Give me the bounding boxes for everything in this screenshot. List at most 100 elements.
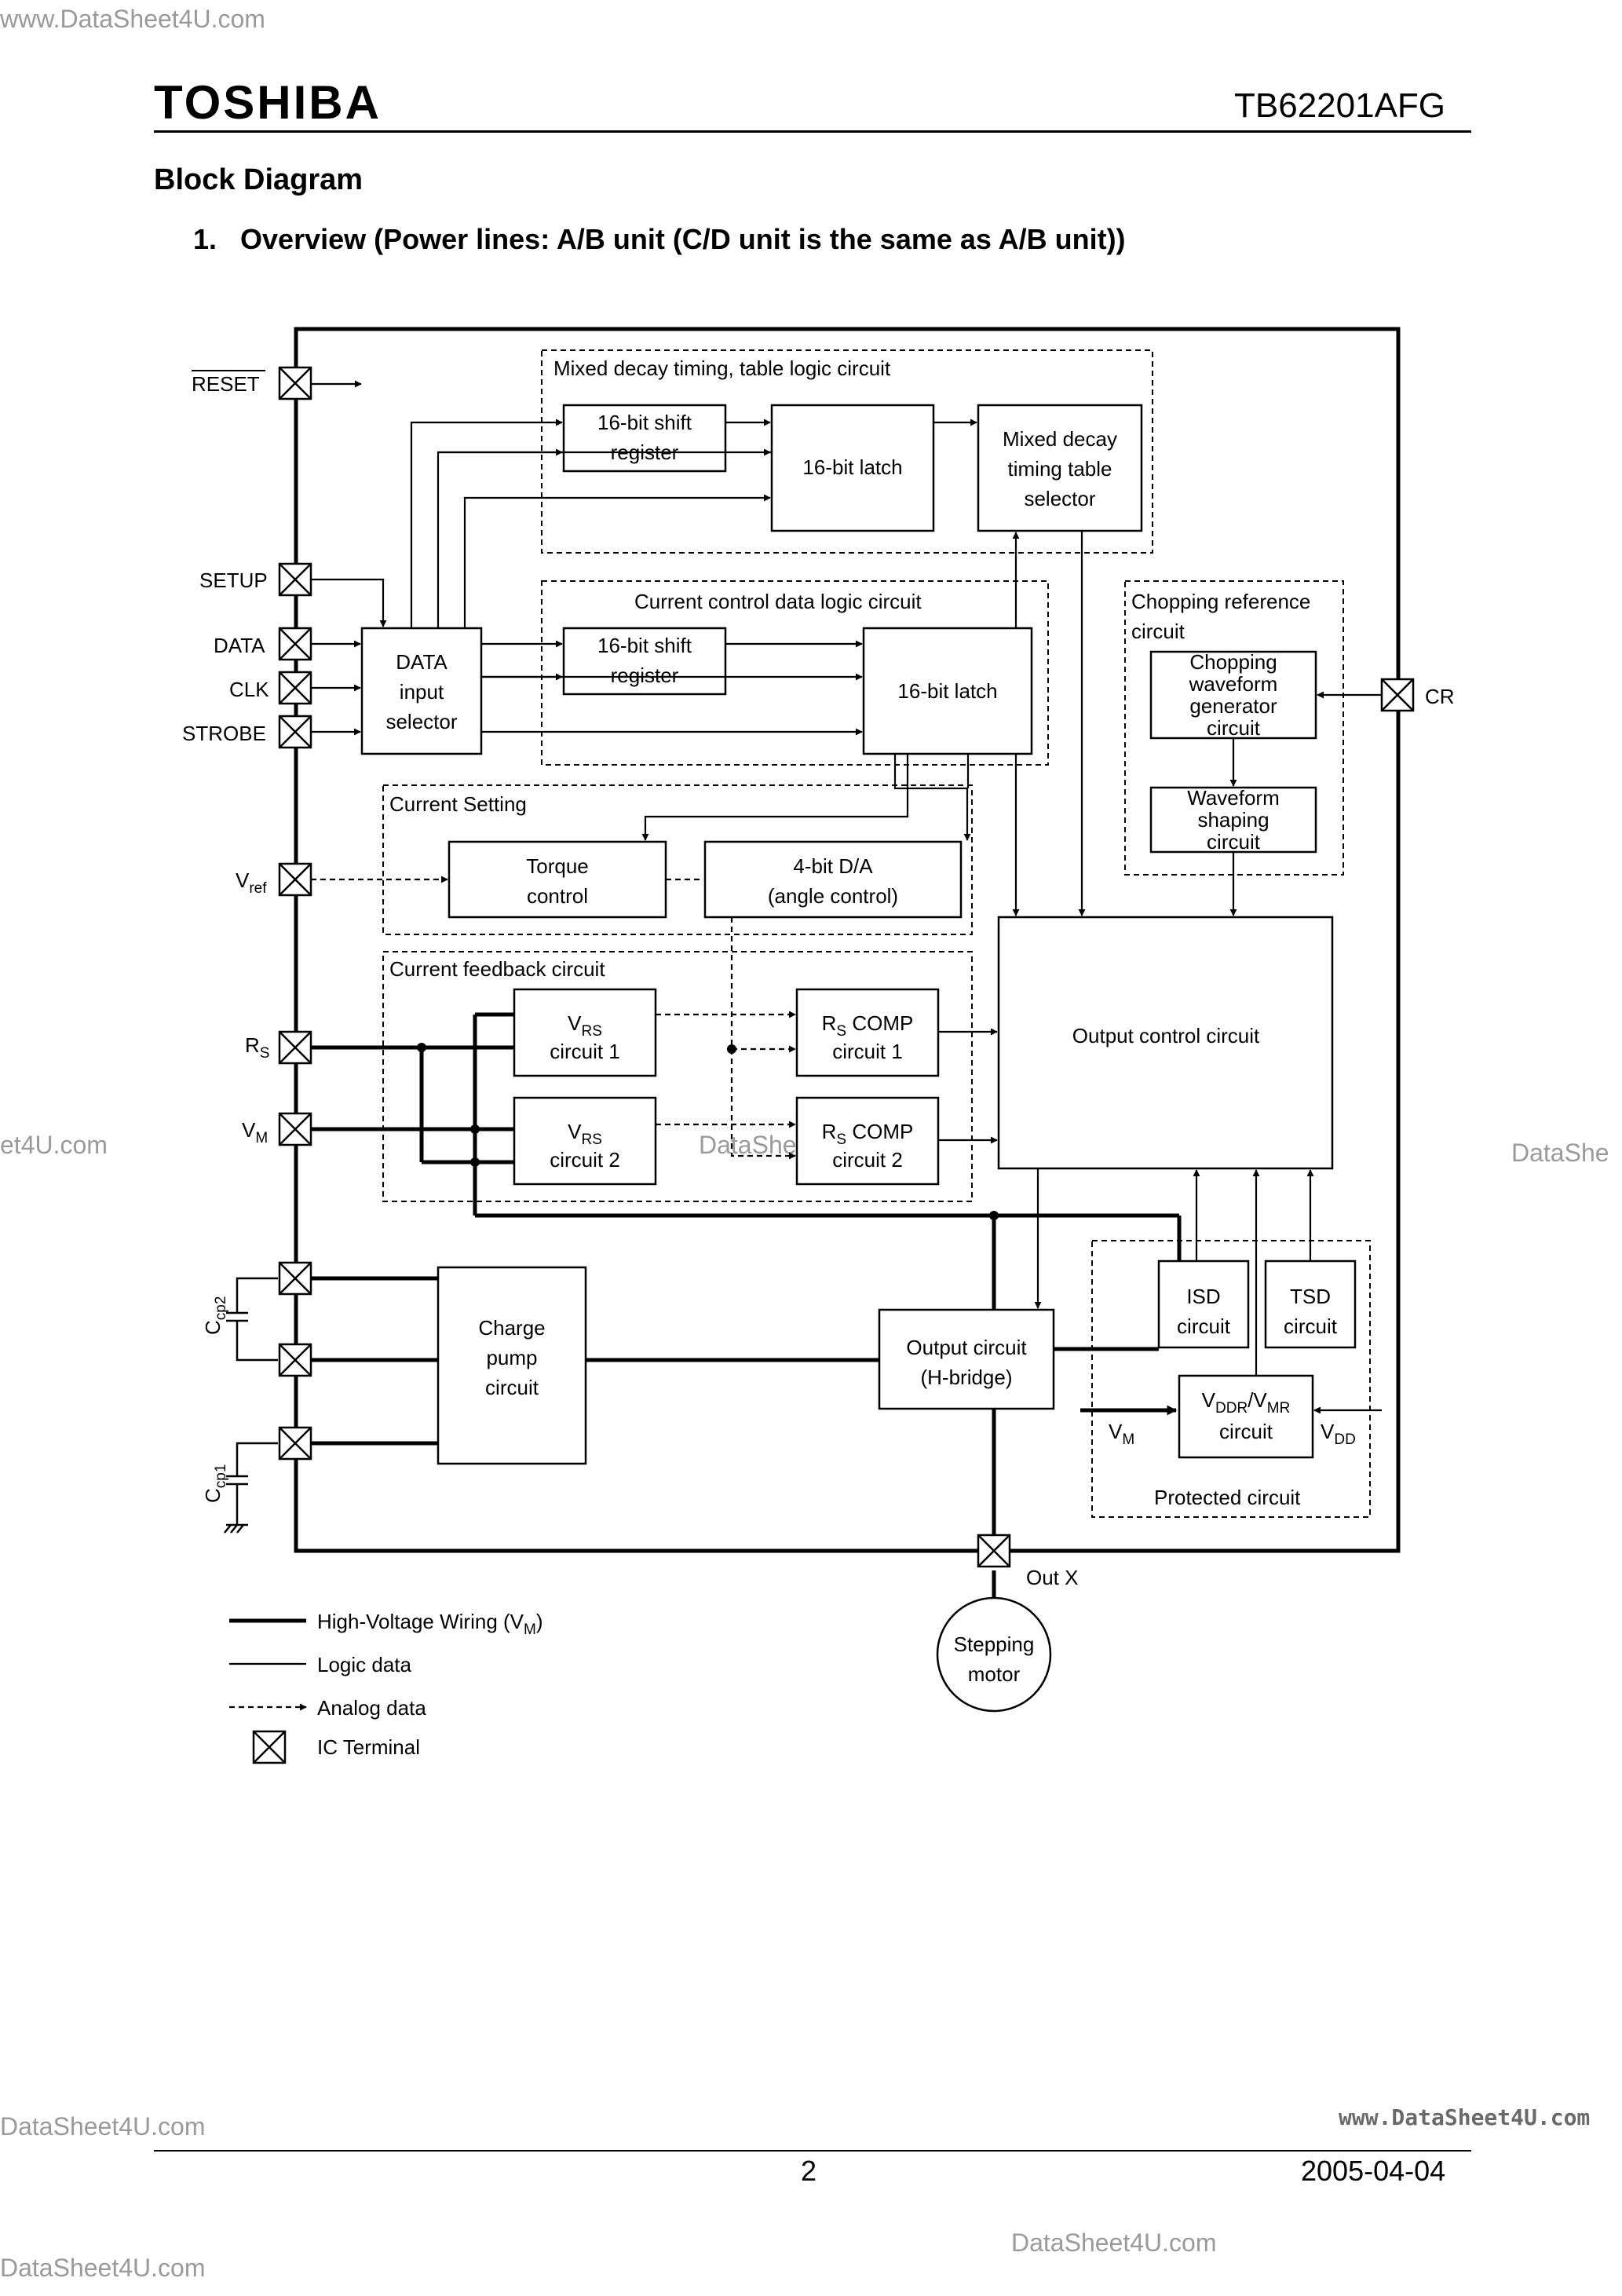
ic-outline bbox=[294, 327, 1401, 1553]
label-rs-comp-1-l2: circuit 1 bbox=[832, 1040, 903, 1063]
terminal-cr bbox=[1380, 678, 1415, 712]
toshiba-logo: TOSHIBA bbox=[154, 76, 382, 129]
label-charge-pump-l3: circuit bbox=[485, 1376, 539, 1399]
block-4bit-da bbox=[703, 840, 963, 919]
label-wave-shaping-l1: Waveform bbox=[1187, 786, 1280, 810]
block-shift-register-1 bbox=[562, 404, 727, 473]
label-torque-l1: Torque bbox=[526, 854, 589, 878]
label-protected-vm: VM bbox=[1109, 1420, 1134, 1448]
group-label-current-feedback: Current feedback circuit bbox=[389, 957, 605, 981]
block-output-control bbox=[997, 916, 1334, 1170]
watermark-bottom-left: DataSheet4U.com bbox=[0, 2112, 206, 2141]
label-data-input-l2: input bbox=[400, 680, 444, 704]
terminal-label-ccp2: Ccp2 bbox=[201, 1296, 229, 1335]
label-rs-comp-2-l2: circuit 2 bbox=[832, 1148, 903, 1172]
terminal-label-cr: CR bbox=[1425, 685, 1455, 708]
watermark-mid-center: DataShe bbox=[699, 1131, 797, 1159]
terminal-strobe bbox=[278, 715, 312, 749]
group-label-chopping-ref-2: circuit bbox=[1131, 620, 1185, 643]
label-shift-register-1-l1: 16-bit shift bbox=[597, 411, 692, 434]
label-da-l2: (angle control) bbox=[768, 884, 898, 908]
terminal-label-data: DATA bbox=[214, 634, 265, 657]
block-mixed-decay-selector bbox=[977, 404, 1143, 532]
terminal-vm bbox=[278, 1112, 312, 1146]
label-vrs-1: VRS bbox=[568, 1011, 602, 1040]
block-vddr-vmr bbox=[1178, 1374, 1314, 1459]
watermark-bottom-center: DataSheet4U.com bbox=[1011, 2228, 1217, 2257]
section-title: Block Diagram bbox=[154, 163, 363, 196]
label-output-circuit-l2: (H-bridge) bbox=[920, 1366, 1012, 1389]
label-isd-l2: circuit bbox=[1177, 1314, 1231, 1338]
legend-logic: Logic data bbox=[317, 1653, 412, 1676]
watermark-bottom-right[interactable]: www.DataSheet4U.com bbox=[1339, 2104, 1591, 2130]
block-isd bbox=[1157, 1260, 1250, 1349]
terminal-label-vref: Vref bbox=[236, 868, 267, 897]
terminal-setup bbox=[278, 562, 312, 597]
label-output-control: Output control circuit bbox=[1072, 1024, 1260, 1047]
label-mixed-decay-l3: selector bbox=[1024, 487, 1095, 510]
label-latch-1: 16-bit latch bbox=[802, 455, 902, 479]
label-tsd-l2: circuit bbox=[1284, 1314, 1338, 1338]
terminal-label-strobe: STROBE bbox=[182, 722, 266, 745]
label-data-input-l1: DATA bbox=[396, 650, 448, 674]
label-wave-shaping-l3: circuit bbox=[1207, 830, 1261, 854]
terminal-label-clk: CLK bbox=[229, 678, 269, 701]
label-shift-register-2-l1: 16-bit shift bbox=[597, 634, 692, 657]
terminal-vref bbox=[278, 862, 312, 897]
terminal-rs bbox=[278, 1030, 312, 1065]
terminal-label-vm: VM bbox=[242, 1118, 268, 1146]
group-label-chopping-ref: Chopping reference bbox=[1131, 590, 1310, 613]
block-latch-2 bbox=[862, 627, 1033, 755]
terminal-label-rs: RS bbox=[245, 1033, 269, 1062]
terminal-label-reset: RESET bbox=[192, 372, 260, 396]
legend-analog: Analog data bbox=[317, 1696, 426, 1720]
label-stepping-motor-l1: Stepping bbox=[954, 1632, 1035, 1656]
label-data-input-l3: selector bbox=[385, 710, 457, 733]
terminal-outx bbox=[977, 1534, 1011, 1568]
group-mixed-decay bbox=[541, 349, 1153, 554]
group-current-setting bbox=[382, 784, 973, 935]
terminal-ccp2-a bbox=[278, 1261, 312, 1296]
block-data-input-selector bbox=[360, 627, 483, 755]
terminal-label-outx: Out X bbox=[1026, 1566, 1078, 1589]
watermark-top-left[interactable]: www.DataSheet4U.com bbox=[0, 5, 265, 33]
label-torque-l2: control bbox=[527, 884, 588, 908]
subsection-title: 1. Overview (Power lines: A/B unit (C/D … bbox=[193, 223, 1126, 255]
label-vrs-2-l2: circuit 2 bbox=[550, 1148, 620, 1172]
label-chop-gen-l1: Chopping bbox=[1189, 650, 1277, 674]
group-protected bbox=[1091, 1240, 1371, 1518]
label-latch-2: 16-bit latch bbox=[897, 679, 997, 703]
part-number: TB62201AFG bbox=[1234, 86, 1446, 125]
block-charge-pump bbox=[437, 1266, 587, 1465]
watermark-mid-left: et4U.com bbox=[0, 1131, 108, 1159]
label-output-circuit-l1: Output circuit bbox=[906, 1336, 1027, 1359]
block-output-circuit bbox=[878, 1308, 1055, 1410]
label-protected-vdd: VDD bbox=[1321, 1420, 1356, 1448]
terminal-clk bbox=[278, 671, 312, 705]
label-rs-comp-2: RS COMP bbox=[822, 1120, 914, 1148]
watermark-bottom-left-2: DataSheet4U.com bbox=[0, 2254, 206, 2282]
label-mixed-decay-l1: Mixed decay bbox=[1003, 427, 1117, 451]
label-chop-gen-l4: circuit bbox=[1207, 716, 1261, 740]
legend-terminal: IC Terminal bbox=[317, 1735, 420, 1759]
label-vddr-vmr: VDDR/VMR bbox=[1202, 1388, 1291, 1417]
page-number: 2 bbox=[801, 2155, 817, 2187]
label-rs-comp-1: RS COMP bbox=[822, 1011, 914, 1040]
label-charge-pump-l1: Charge bbox=[478, 1316, 545, 1340]
group-current-control bbox=[541, 580, 1049, 766]
label-vrs-2: VRS bbox=[568, 1120, 602, 1148]
group-label-current-control: Current control data logic circuit bbox=[634, 590, 922, 613]
group-label-current-setting: Current Setting bbox=[389, 792, 527, 816]
group-chopping-reference bbox=[1124, 580, 1344, 876]
label-vddr-vmr-l2: circuit bbox=[1219, 1420, 1273, 1443]
terminal-label-ccp1: Ccp1 bbox=[201, 1464, 229, 1503]
group-label-protected: Protected circuit bbox=[1154, 1486, 1301, 1509]
label-stepping-motor-l2: motor bbox=[968, 1662, 1021, 1686]
label-tsd-l1: TSD bbox=[1290, 1285, 1331, 1308]
label-chop-gen-l3: generator bbox=[1189, 694, 1277, 718]
terminal-data bbox=[278, 627, 312, 661]
footer-date: 2005-04-04 bbox=[1301, 2155, 1446, 2187]
label-wave-shaping-l2: shaping bbox=[1197, 808, 1269, 832]
legend: High-Voltage Wiring (VM) Logic data Anal… bbox=[229, 1610, 543, 1764]
